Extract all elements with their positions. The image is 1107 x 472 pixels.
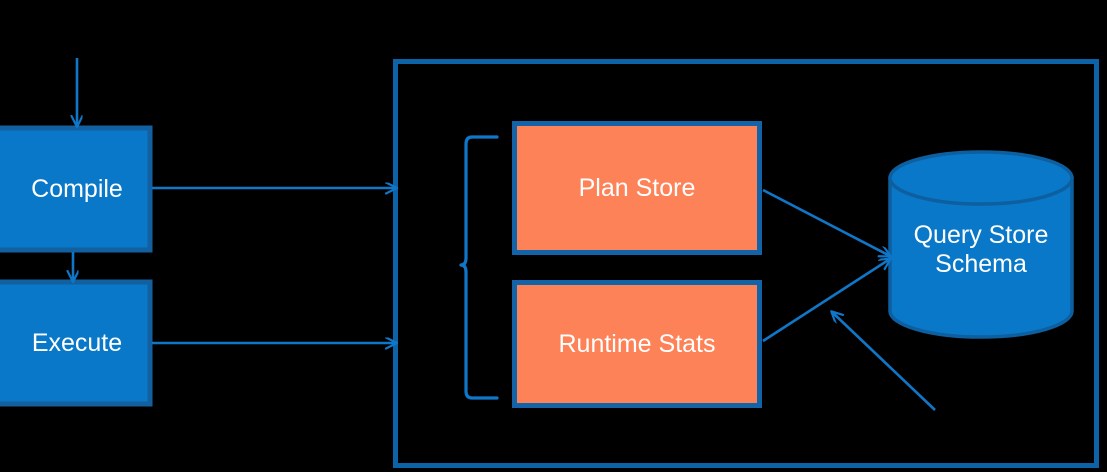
arrow-runtime-stats-to-schema — [762, 259, 890, 343]
arrow-plan-store-to-schema — [762, 188, 890, 256]
plan-store-box[interactable] — [512, 121, 762, 255]
execute-box[interactable] — [0, 279, 153, 407]
arrow-external-to-schema — [832, 312, 936, 411]
query-store-container-outline — [393, 59, 1099, 468]
store-group-brace — [459, 135, 499, 400]
runtime-stats-box[interactable] — [512, 280, 762, 408]
compile-box[interactable] — [0, 125, 153, 253]
query-store-schema-cylinder[interactable] — [888, 150, 1074, 339]
